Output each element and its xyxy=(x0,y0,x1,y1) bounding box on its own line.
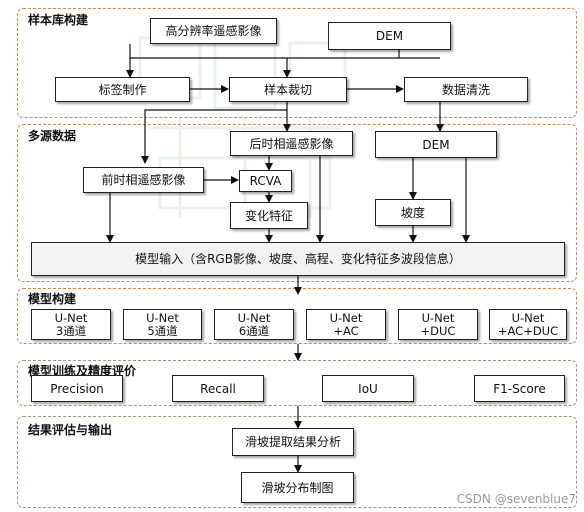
node-model-input: 模型输入（含RGB影像、坡度、高程、变化特征多波段信息） xyxy=(31,242,565,276)
output-map: 滑坡分布制图 xyxy=(241,472,354,503)
node-pre-rs: 前时相遥感影像 xyxy=(83,167,204,193)
section-title-sample-lib: 样本库构建 xyxy=(28,13,89,27)
model-line1: U-Net xyxy=(146,310,179,325)
model-line2: +AC xyxy=(333,323,359,338)
model-line2: +AC+DUC xyxy=(497,323,559,338)
node-dem-mid: DEM xyxy=(375,131,497,158)
model-box-3: U-Net 6通道 xyxy=(214,309,294,340)
metric-precision: Precision xyxy=(31,375,123,402)
metric-iou: IoU xyxy=(322,375,414,402)
model-line1: U-Net xyxy=(511,310,545,325)
model-line2: 6通道 xyxy=(238,323,270,338)
node-dem-top: DEM xyxy=(328,22,451,50)
model-line1: U-Net xyxy=(237,310,271,325)
model-line2: +DUC xyxy=(420,323,456,338)
model-line1: U-Net xyxy=(54,310,88,325)
metric-recall: Recall xyxy=(172,375,264,402)
section-sample-lib: 样本库构建 xyxy=(17,8,577,118)
model-line1: U-Net xyxy=(421,310,455,325)
node-rcva: RCVA xyxy=(239,170,292,192)
node-labeling: 标签制作 xyxy=(55,77,190,102)
node-data-clean: 数据清洗 xyxy=(404,77,528,102)
section-title-result: 结果评估与输出 xyxy=(28,423,113,437)
section-result: 结果评估与输出 xyxy=(17,416,577,508)
output-analysis: 滑坡提取结果分析 xyxy=(232,428,354,456)
section-title-multi-source: 多源数据 xyxy=(28,129,77,143)
csdn-watermark: CSDN @sevenblue7 xyxy=(456,492,576,506)
model-line1: U-Net xyxy=(329,310,363,325)
node-hr-rs: 高分辨率遥感影像 xyxy=(150,18,277,44)
model-line2: 5通道 xyxy=(147,323,178,338)
model-box-6: U-Net +AC+DUC xyxy=(489,309,567,340)
model-box-5: U-Net +DUC xyxy=(398,309,478,340)
section-multi-source: 多源数据 xyxy=(17,124,577,282)
section-title-model-build: 模型构建 xyxy=(28,292,77,306)
node-post-rs: 后时相遥感影像 xyxy=(230,131,353,156)
model-box-4: U-Net +AC xyxy=(306,309,386,340)
model-box-2: U-Net 5通道 xyxy=(123,309,202,340)
node-sample-crop: 样本裁切 xyxy=(229,77,347,102)
model-line2: 3通道 xyxy=(55,323,87,338)
node-change-feat: 变化特征 xyxy=(230,202,308,229)
model-box-1: U-Net 3通道 xyxy=(31,309,111,340)
metric-f1: F1-Score xyxy=(474,375,565,402)
node-slope: 坡度 xyxy=(375,199,451,226)
section-title-train-eval: 模型训练及精度评价 xyxy=(28,364,137,378)
